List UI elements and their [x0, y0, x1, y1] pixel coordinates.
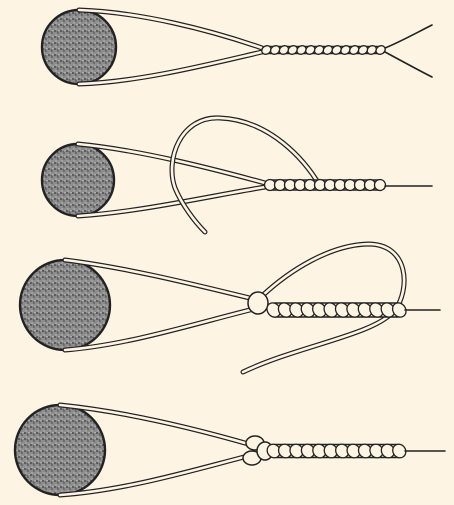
- spool-4: [15, 405, 105, 495]
- tag-end-upper-1: [385, 25, 432, 48]
- tag-end-loop-2: [172, 118, 320, 232]
- step-3-panel: [20, 244, 440, 372]
- twist-wraps-2: [262, 177, 387, 192]
- step-2-panel: [42, 118, 432, 232]
- twist-wraps-4: [265, 442, 409, 461]
- spool-2: [42, 144, 114, 216]
- twist-wraps-1: [260, 44, 387, 56]
- spool-3: [20, 260, 110, 350]
- step-4-panel: [15, 405, 445, 495]
- knot-loop-3: [248, 292, 268, 314]
- step-1-panel: [42, 10, 432, 84]
- spool-1: [42, 10, 116, 84]
- tag-end-lower-1: [385, 52, 432, 77]
- twist-turn: [374, 44, 387, 56]
- twist-wraps-3: [264, 300, 408, 319]
